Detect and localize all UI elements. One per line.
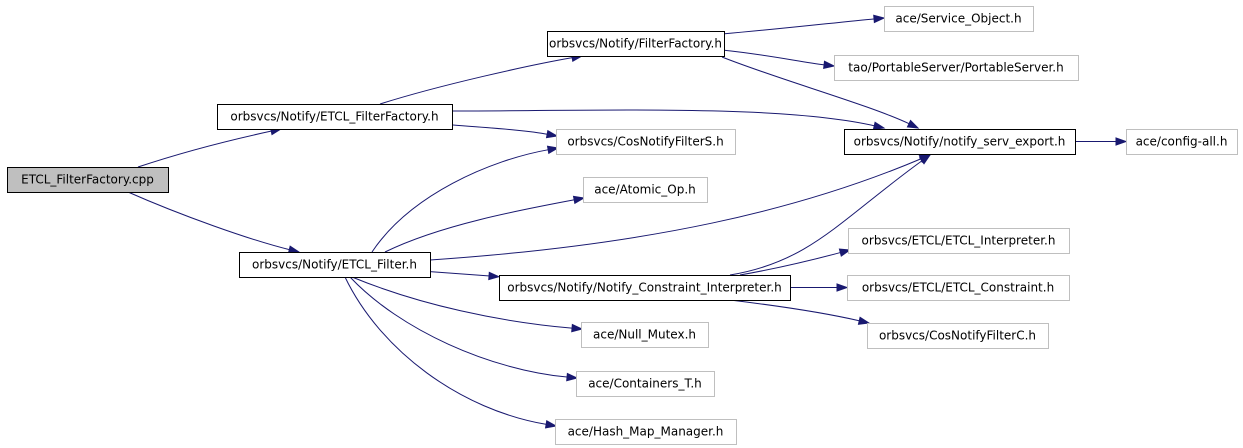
node-notify_serv_export_h[interactable]: orbsvcs/Notify/notify_serv_export.h bbox=[844, 129, 1076, 155]
edge-filterfactory_h-to-portableserver_h bbox=[721, 49, 826, 66]
node-label-root: ETCL_FilterFactory.cpp bbox=[21, 173, 154, 187]
arrowhead-etcl_filter_h-to-containers_t_h bbox=[566, 372, 579, 382]
node-label-etcl_filter_h: orbsvcs/Notify/ETCL_Filter.h bbox=[252, 258, 417, 272]
node-label-atomic_op_h: ace/Atomic_Op.h bbox=[594, 183, 696, 197]
arrowhead-etcl_filter_h-to-hash_map_manager_h bbox=[544, 420, 558, 429]
edge-etcl_ff_h-to-cosnotifyfilters_h bbox=[452, 124, 549, 135]
edge-constraint_interp_h-to-notify_serv_export_h bbox=[729, 159, 923, 276]
node-constraint_interp_h[interactable]: orbsvcs/Notify/Notify_Constraint_Interpr… bbox=[499, 275, 791, 301]
node-box-etcl_filter_h bbox=[239, 252, 431, 278]
node-null_mutex_h[interactable]: ace/Null_Mutex.h bbox=[581, 322, 709, 348]
node-label-etcl_interpreter_h: orbsvcs/ETCL/ETCL_Interpreter.h bbox=[862, 234, 1056, 248]
arrowhead-constraint_interp_h-to-etcl_interpreter_h bbox=[838, 248, 852, 257]
node-box-atomic_op_h bbox=[583, 177, 708, 203]
edge-filterfactory_h-to-notify_serv_export_h bbox=[721, 56, 911, 125]
node-etcl_constraint_h[interactable]: orbsvcs/ETCL/ETCL_Constraint.h bbox=[847, 275, 1070, 301]
edge-etcl_filter_h-to-notify_serv_export_h bbox=[429, 158, 922, 261]
edge-root-to-etcl_ff_h bbox=[137, 130, 273, 168]
edge-etcl_filter_h-to-null_mutex_h bbox=[351, 276, 574, 329]
arrowhead-etcl_filter_h-to-cosnotifyfilters_h bbox=[546, 145, 560, 155]
node-box-etcl_ff_h bbox=[217, 104, 453, 130]
edge-etcl_filter_h-to-cosnotifyfilters_h bbox=[371, 149, 550, 253]
node-etcl_filter_h[interactable]: orbsvcs/Notify/ETCL_Filter.h bbox=[239, 252, 431, 278]
node-box-portableserver_h bbox=[834, 55, 1079, 81]
arrowhead-etcl_ff_h-to-cosnotifyfilters_h bbox=[545, 129, 559, 139]
node-box-cosnotifyfilters_h bbox=[556, 129, 736, 155]
arrowhead-constraint_interp_h-to-etcl_constraint_h bbox=[836, 283, 849, 292]
edge-filterfactory_h-to-service_object_h bbox=[721, 18, 876, 35]
node-etcl_ff_h[interactable]: orbsvcs/Notify/ETCL_FilterFactory.h bbox=[217, 104, 453, 130]
nodes-layer: ETCL_FilterFactory.cpp orbsvcs/Notify/ETC… bbox=[7, 6, 1238, 445]
arrowhead-etcl_filter_h-to-null_mutex_h bbox=[571, 323, 584, 333]
node-box-service_object_h bbox=[884, 6, 1034, 32]
edge-etcl_filter_h-to-atomic_op_h bbox=[384, 199, 576, 253]
node-label-config_all_h: ace/config-all.h bbox=[1136, 135, 1228, 149]
node-label-cosnotifyfilters_h: orbsvcs/CosNotifyFilterS.h bbox=[567, 135, 723, 149]
arrowhead-filterfactory_h-to-portableserver_h bbox=[823, 60, 836, 70]
node-cosnotifyfilterc_h[interactable]: orbsvcs/CosNotifyFilterC.h bbox=[867, 323, 1049, 349]
edge-etcl_ff_h-to-filterfactory_h bbox=[379, 57, 574, 105]
edges-layer bbox=[127, 14, 1128, 429]
node-label-filterfactory_h: orbsvcs/Notify/FilterFactory.h bbox=[549, 37, 722, 51]
node-box-hash_map_manager_h bbox=[555, 419, 737, 445]
arrowhead-constraint_interp_h-to-cosnotifyfilterc_h bbox=[857, 316, 871, 325]
node-config_all_h[interactable]: ace/config-all.h bbox=[1126, 129, 1238, 155]
node-box-root bbox=[7, 167, 169, 193]
node-label-service_object_h: ace/Service_Object.h bbox=[895, 12, 1021, 26]
node-box-constraint_interp_h bbox=[499, 275, 791, 301]
arrowhead-filterfactory_h-to-service_object_h bbox=[873, 14, 886, 24]
edge-etcl_filter_h-to-containers_t_h bbox=[349, 276, 569, 378]
node-atomic_op_h[interactable]: ace/Atomic_Op.h bbox=[583, 177, 708, 203]
arrowhead-etcl_filter_h-to-atomic_op_h bbox=[572, 195, 586, 205]
node-box-etcl_interpreter_h bbox=[848, 228, 1070, 254]
edge-constraint_interp_h-to-cosnotifyfilterc_h bbox=[729, 299, 861, 322]
arrowhead-constraint_interp_h-to-notify_serv_export_h bbox=[918, 154, 932, 165]
edge-etcl_filter_h-to-hash_map_manager_h bbox=[344, 276, 548, 426]
node-label-etcl_ff_h: orbsvcs/Notify/ETCL_FilterFactory.h bbox=[230, 110, 438, 124]
node-etcl_interpreter_h[interactable]: orbsvcs/ETCL/ETCL_Interpreter.h bbox=[848, 228, 1070, 254]
node-service_object_h[interactable]: ace/Service_Object.h bbox=[884, 6, 1034, 32]
node-portableserver_h[interactable]: tao/PortableServer/PortableServer.h bbox=[834, 55, 1079, 81]
node-box-cosnotifyfilterc_h bbox=[867, 323, 1049, 349]
node-box-notify_serv_export_h bbox=[844, 129, 1076, 155]
arrowhead-filterfactory_h-to-notify_serv_export_h bbox=[906, 119, 920, 129]
node-box-etcl_constraint_h bbox=[847, 275, 1070, 301]
node-label-null_mutex_h: ace/Null_Mutex.h bbox=[593, 328, 696, 342]
node-box-config_all_h bbox=[1126, 129, 1238, 155]
node-label-constraint_interp_h: orbsvcs/Notify/Notify_Constraint_Interpr… bbox=[507, 281, 782, 295]
node-label-containers_t_h: ace/Containers_T.h bbox=[588, 377, 702, 391]
node-label-portableserver_h: tao/PortableServer/PortableServer.h bbox=[848, 61, 1063, 75]
edge-etcl_ff_h-to-notify_serv_export_h bbox=[452, 109, 876, 127]
node-root[interactable]: ETCL_FilterFactory.cpp bbox=[7, 167, 169, 193]
node-filterfactory_h[interactable]: orbsvcs/Notify/FilterFactory.h bbox=[547, 31, 725, 57]
node-hash_map_manager_h[interactable]: ace/Hash_Map_Manager.h bbox=[555, 419, 737, 445]
node-label-hash_map_manager_h: ace/Hash_Map_Manager.h bbox=[568, 425, 724, 439]
node-label-notify_serv_export_h: orbsvcs/Notify/notify_serv_export.h bbox=[854, 135, 1066, 149]
arrowhead-etcl_ff_h-to-notify_serv_export_h bbox=[872, 121, 886, 130]
arrowhead-etcl_filter_h-to-constraint_interp_h bbox=[488, 271, 501, 281]
edge-etcl_filter_h-to-constraint_interp_h bbox=[429, 271, 491, 277]
edge-constraint_interp_h-to-etcl_interpreter_h bbox=[739, 251, 842, 276]
node-box-containers_t_h bbox=[576, 371, 715, 397]
node-box-filterfactory_h bbox=[547, 31, 725, 57]
node-label-etcl_constraint_h: orbsvcs/ETCL/ETCL_Constraint.h bbox=[862, 281, 1054, 295]
arrowhead-notify_serv_export_h-to-config_all_h bbox=[1115, 137, 1128, 146]
node-cosnotifyfilters_h[interactable]: orbsvcs/CosNotifyFilterS.h bbox=[556, 129, 736, 155]
edge-root-to-etcl_filter_h bbox=[127, 191, 291, 251]
node-label-cosnotifyfilterc_h: orbsvcs/CosNotifyFilterC.h bbox=[879, 329, 1036, 343]
node-box-null_mutex_h bbox=[581, 322, 709, 348]
node-containers_t_h[interactable]: ace/Containers_T.h bbox=[576, 371, 715, 397]
